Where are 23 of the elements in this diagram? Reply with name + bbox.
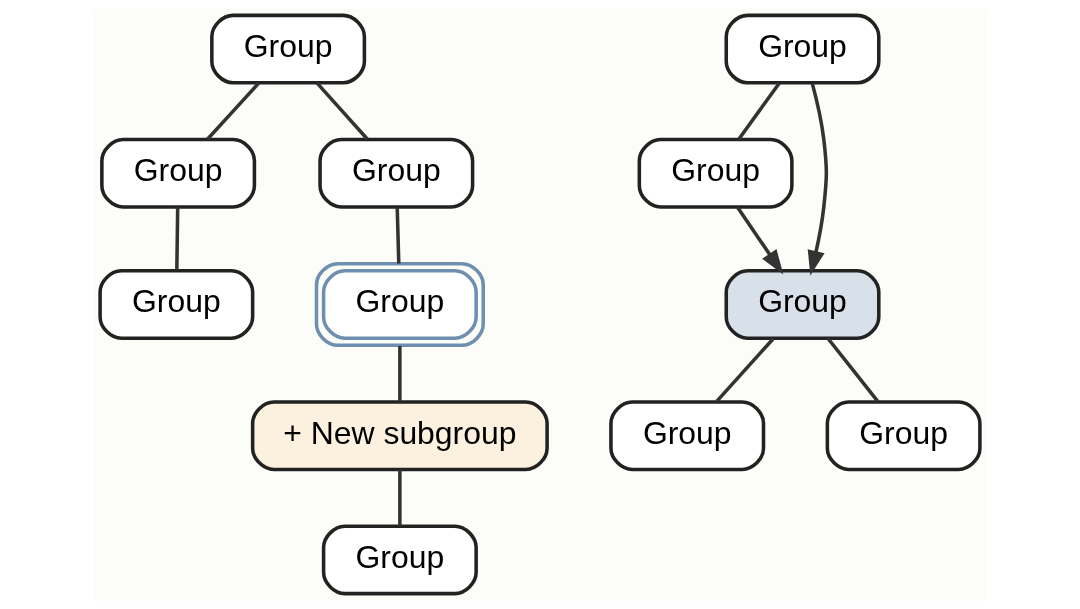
connector (175, 207, 180, 271)
connector (826, 337, 880, 403)
connector (395, 207, 401, 264)
connector (737, 82, 781, 141)
node-box: Group (314, 261, 485, 348)
node-box: Group (637, 137, 794, 209)
node-box: Group (321, 524, 478, 596)
arrow (807, 82, 829, 276)
node-box: Group (210, 13, 367, 85)
node-box: Group (318, 137, 475, 209)
arrow (736, 206, 784, 275)
connector (398, 346, 402, 402)
node-box: Group (98, 269, 255, 340)
connector (206, 81, 260, 141)
connector (315, 81, 369, 141)
node-box: Group (825, 400, 982, 472)
node-box: + New subgroup (250, 400, 549, 472)
node-box: Group (724, 269, 881, 340)
connector (398, 469, 402, 526)
node-box: Group (724, 13, 881, 85)
node-box: Group (100, 137, 257, 209)
connector (715, 337, 775, 403)
node-box: Group (609, 400, 766, 472)
